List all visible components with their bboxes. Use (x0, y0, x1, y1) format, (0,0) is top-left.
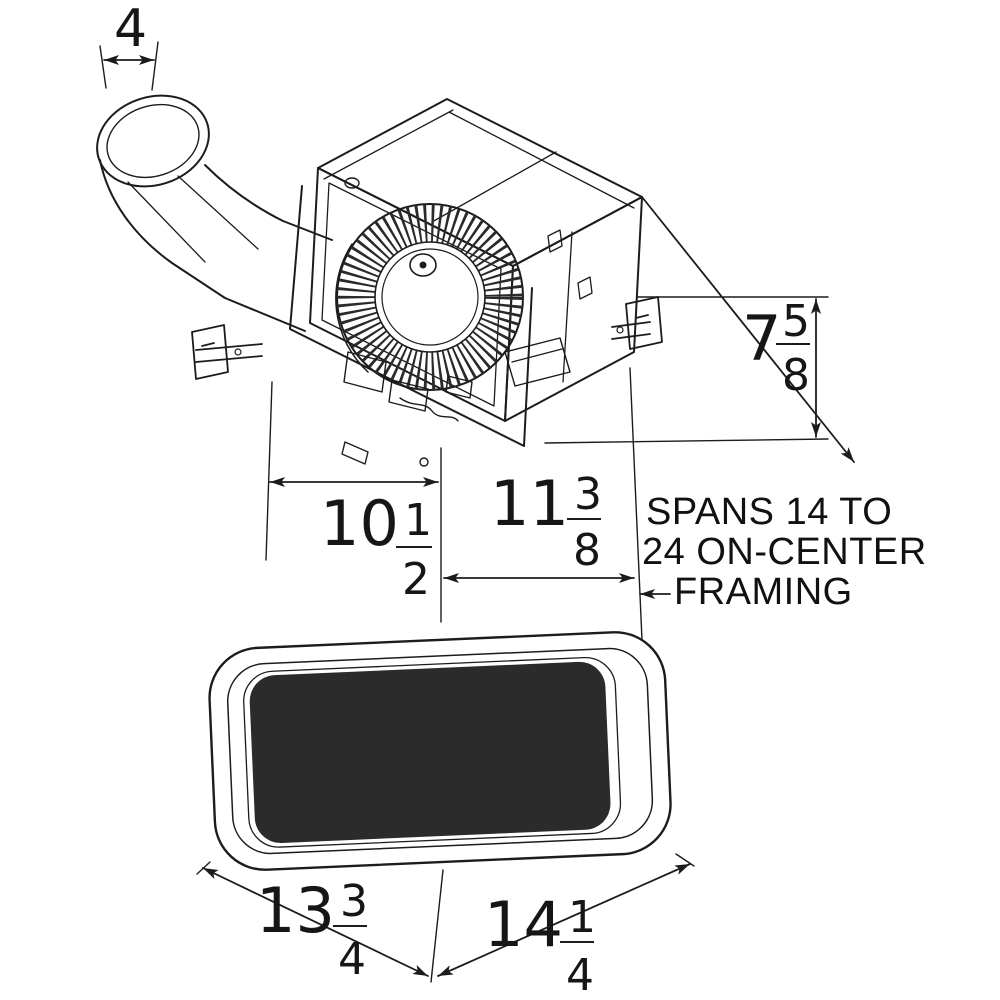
duct-pipe (96, 94, 333, 332)
blower-hub-center (419, 261, 427, 269)
right-rail-screw (616, 326, 624, 334)
housing-opening-frame (309, 167, 514, 422)
dim-length-numerator: 3 (574, 469, 602, 520)
housing-top-details (323, 109, 635, 223)
grille-outer-edge (208, 631, 672, 871)
duct-opening-outer (96, 94, 210, 188)
dim-length-denominator: 8 (573, 525, 601, 576)
dim-duct-extensions (99, 41, 159, 91)
blower-inner-ring (374, 241, 486, 353)
dim-height-whole: 7 (742, 302, 781, 375)
blower-wheel (335, 203, 524, 391)
motor-wiring (341, 337, 571, 467)
dimension-labels: 4 7 5 8 10 1 2 11 3 8 13 3 4 14 1 4 (114, 0, 810, 1000)
dim-duct-value: 4 (114, 0, 147, 59)
duct-left-edge (99, 159, 306, 332)
fan-housing-drawing (96, 94, 663, 467)
left-rail (195, 343, 263, 363)
left-bracket (191, 324, 229, 380)
motor-plate (388, 379, 429, 412)
dimension-lines (99, 41, 855, 983)
blower-fins (337, 204, 523, 390)
dim-length-extension (629, 367, 643, 641)
dim-width-numerator: 1 (404, 495, 432, 546)
duct-opening-inner (106, 103, 200, 179)
dim-length-whole: 11 (490, 467, 569, 540)
duct-seams (127, 175, 259, 263)
housing-top-face (317, 98, 643, 267)
flange-tab (341, 441, 369, 465)
right-rail (611, 321, 651, 340)
dim-height-denominator: 8 (782, 350, 810, 401)
right-bracket (625, 296, 663, 350)
dim-grille-length-line (437, 863, 691, 977)
blower-scroll-arc (335, 243, 369, 373)
dim-grille-width-whole: 13 (256, 874, 335, 947)
grille-slats (248, 660, 612, 845)
mounting-rails (191, 296, 663, 380)
dim-height-extensions (544, 296, 829, 444)
grille-slat-frame (243, 656, 622, 848)
wire-curve (399, 397, 459, 422)
flange-screw (419, 457, 429, 467)
wiring-box (343, 351, 387, 393)
framing-note-line2: 24 ON-CENTER (642, 531, 927, 573)
grille-inner-edge (226, 647, 654, 855)
framing-leader-line (641, 196, 855, 463)
dim-grille-width-line (202, 867, 429, 977)
duct-right-edge (204, 164, 333, 241)
housing-right-details (547, 229, 593, 383)
dim-grille-length-numerator: 1 (568, 892, 596, 943)
blower-hub (409, 253, 437, 277)
dim-grille-width-denominator: 4 (338, 934, 366, 985)
blower-inner-ring2 (381, 248, 479, 346)
dim-width-extensions (265, 381, 442, 623)
dim-grille-width-numerator: 3 (340, 876, 368, 927)
receptacle (445, 375, 473, 399)
dim-grille-length-whole: 14 (484, 888, 563, 961)
housing-top-hole (344, 177, 360, 189)
dim-grille-length-denominator: 4 (566, 950, 594, 1000)
framing-note: SPANS 14 TO 24 ON-CENTER FRAMING (642, 491, 927, 613)
framing-note-line3: FRAMING (674, 571, 853, 613)
dim-width-denominator: 2 (402, 554, 430, 605)
grille-slat-band (248, 660, 612, 845)
framing-note-line1: SPANS 14 TO (646, 491, 892, 533)
left-rail-screw (234, 348, 242, 356)
grille-drawing (208, 631, 672, 871)
housing-right-face (504, 196, 643, 422)
dim-height-numerator: 5 (782, 296, 810, 347)
damper-flap (504, 337, 571, 387)
dim-width-whole: 10 (320, 487, 399, 560)
